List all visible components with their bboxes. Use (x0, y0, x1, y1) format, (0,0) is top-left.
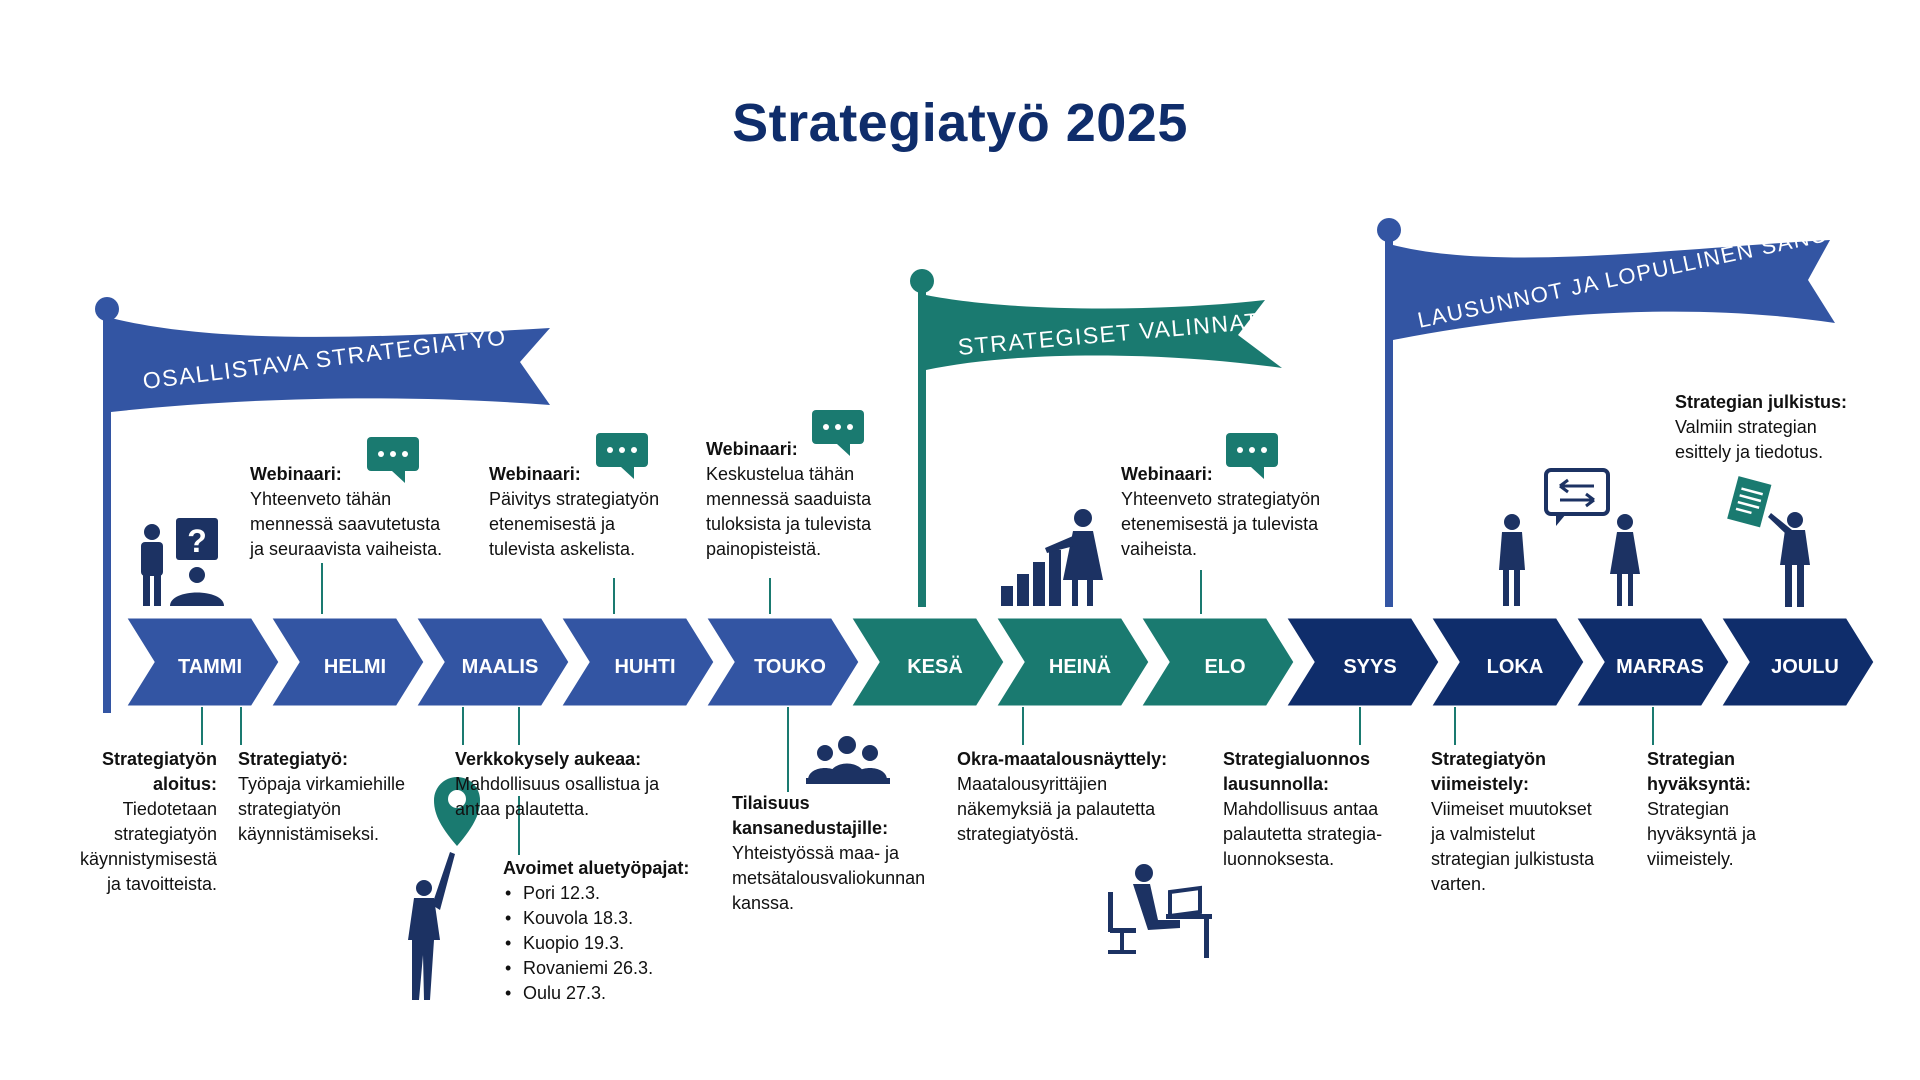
chat-icon (812, 410, 864, 456)
month-chevron-heinä (992, 615, 1152, 709)
note-maalis-verkkokysely: Verkkokysely aukeaa: Mahdollisuus osalli… (455, 749, 660, 819)
flag-pole-3 (1377, 218, 1401, 607)
note-helmi-tyopaja: Strategiatyö: Työpaja virkamiehille stra… (238, 749, 406, 844)
chat-icon (367, 437, 419, 483)
person-at-computer-icon (1108, 864, 1212, 958)
note-marras-hyvaksynta: Strategian hyväksyntä: Strategian hyväks… (1647, 749, 1757, 869)
note-elo-webinar: Webinaari: Yhteenveto strategiatyön eten… (1121, 464, 1321, 559)
chat-icon (1226, 433, 1278, 479)
month-label-tammi: TAMMI (177, 656, 243, 678)
month-label-syys: SYYS (1343, 656, 1397, 678)
group-people-icon (806, 736, 890, 784)
month-chevron-helmi (267, 615, 427, 709)
month-chevrons (122, 615, 1877, 709)
document-presenter-icon (1727, 476, 1810, 607)
month-label-marras: MARRAS (1616, 656, 1704, 678)
month-chevron-maalis (412, 615, 572, 709)
note-syys-lausunto: Strategialuonnos lausunnolla: Mahdollisu… (1223, 749, 1383, 869)
month-chevron-loka (1427, 615, 1587, 709)
list-item: Pori 12.3. (505, 881, 689, 906)
note-touko-webinar: Webinaari: Keskustelua tähän mennessä sa… (706, 439, 872, 559)
connector-lines (201, 563, 1654, 855)
note-touko-kansanedustajat: Tilaisuus kansanedustajille: Yhteistyöss… (732, 793, 926, 913)
month-label-heina: HEINÄ (1048, 656, 1112, 678)
month-label-elo: ELO (1204, 656, 1246, 678)
list-item: Kouvola 18.3. (505, 906, 689, 931)
month-label-touko: TOUKO (754, 656, 826, 678)
aluetyopajat-list: Pori 12.3. Kouvola 18.3. Kuopio 19.3. Ro… (503, 881, 689, 1006)
map-pin-person-icon (408, 777, 480, 1000)
month-label-loka: LOKA (1486, 656, 1544, 678)
note-tammi-aloitus: Strategiatyön aloitus: Tiedotetaan strat… (79, 749, 217, 894)
presentation-chart-icon (1001, 509, 1103, 606)
question-person-icon: ? (141, 518, 224, 606)
month-chevron-huhti (557, 615, 717, 709)
page-title: Strategiatyö 2025 (732, 93, 1188, 153)
chat-icon (596, 433, 648, 479)
note-loka-viimeistely: Strategiatyön viimeistely: Viimeiset muu… (1431, 749, 1595, 894)
month-label-maalis: MAALIS (461, 656, 539, 678)
note-joulu-julkistus: Strategian julkistus: Valmiin strategian… (1675, 392, 1848, 462)
note-heina-okra: Okra-maatalousnäyttely: Maatalousyrittäj… (957, 749, 1168, 844)
month-chevron-kesä (847, 615, 1007, 709)
list-item: Kuopio 19.3. (505, 931, 689, 956)
dialog-people-icon (1499, 468, 1640, 606)
month-label-huhti: HUHTI (614, 656, 676, 678)
flag-banner-strategiset (926, 295, 1282, 370)
flag-pole-2 (910, 269, 934, 607)
flag-banner-osallistava (111, 318, 550, 412)
list-item: Rovaniemi 26.3. (505, 956, 689, 981)
note-aluetyopajat: Avoimet aluetyöpajat: Pori 12.3. Kouvola… (503, 856, 689, 1006)
month-label-kesa: KESÄ (907, 656, 963, 678)
month-chevron-joulu (1717, 615, 1877, 709)
note-huhti-webinar: Webinaari: Päivitys strategiatyön etenem… (489, 464, 660, 559)
month-chevron-marras (1572, 615, 1732, 709)
month-chevron-syys (1282, 615, 1442, 709)
month-chevron-tammi (122, 615, 282, 709)
month-label-joulu: JOULU (1771, 656, 1839, 678)
flag-banner-lausunnot (1393, 240, 1835, 340)
month-chevron-touko (702, 615, 862, 709)
list-item: Oulu 27.3. (505, 981, 689, 1006)
month-label-helmi: HELMI (323, 656, 387, 678)
month-chevron-elo (1137, 615, 1297, 709)
svg-text:?: ? (187, 523, 207, 559)
flag-pole-1 (95, 297, 119, 713)
note-helmi-webinar: Webinaari: Yhteenveto tähän mennessä saa… (250, 464, 443, 559)
